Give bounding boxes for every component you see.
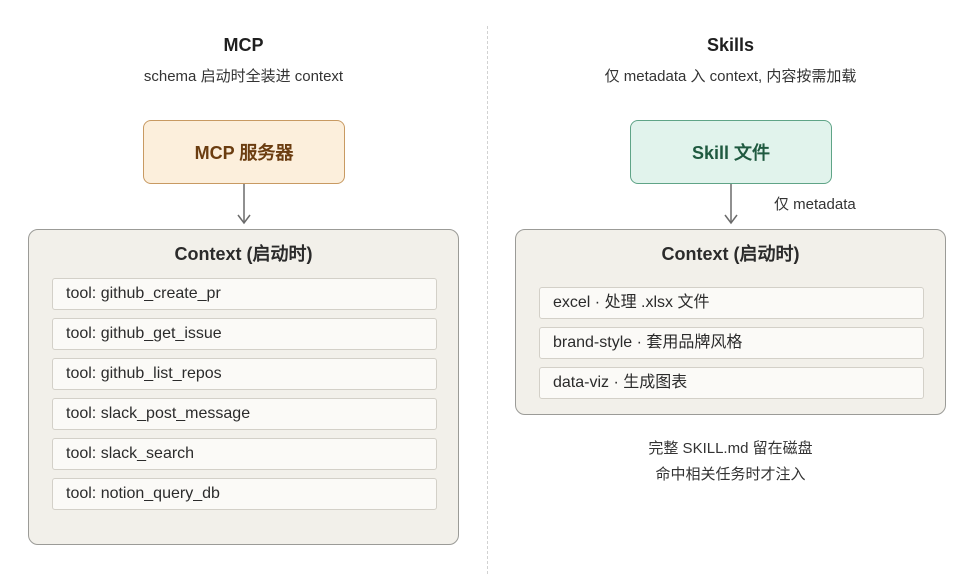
mcp-context-box: Context (启动时) tool: github_create_pr too… xyxy=(28,229,459,545)
skill-metadata-item: data-viz · 生成图表 xyxy=(539,367,924,399)
skills-note-line-1: 完整 SKILL.md 留在磁盘 xyxy=(648,440,813,457)
mcp-column-subtitle: schema 启动时全装进 context xyxy=(143,68,344,85)
skills-note-line-2: 命中相关任务时才注入 xyxy=(655,466,806,483)
skill-file-node: Skill 文件 xyxy=(630,120,832,184)
column-divider xyxy=(487,26,488,574)
mcp-tool-item: tool: notion_query_db xyxy=(52,478,437,510)
skills-column-subtitle: 仅 metadata 入 context, 内容按需加载 xyxy=(604,68,857,85)
mcp-tool-item: tool: slack_search xyxy=(52,438,437,470)
mcp-context-title: Context (启动时) xyxy=(174,244,313,264)
skills-context-box: Context (启动时) excel · 处理 .xlsx 文件 brand-… xyxy=(515,229,946,415)
mcp-arrow xyxy=(237,184,251,225)
arrow-label-metadata-only: 仅 metadata xyxy=(774,196,856,213)
mcp-column-title: MCP xyxy=(223,35,264,55)
mcp-tool-item: tool: github_list_repos xyxy=(52,358,437,390)
mcp-tool-item: tool: github_get_issue xyxy=(52,318,437,350)
skill-metadata-item: excel · 处理 .xlsx 文件 xyxy=(539,287,924,319)
skill-arrow xyxy=(724,184,738,225)
mcp-server-node: MCP 服务器 xyxy=(143,120,345,184)
mcp-tool-item: tool: slack_post_message xyxy=(52,398,437,430)
skills-context-title: Context (启动时) xyxy=(661,244,800,264)
skill-metadata-item: brand-style · 套用品牌风格 xyxy=(539,327,924,359)
mcp-tool-item: tool: github_create_pr xyxy=(52,278,437,310)
skills-column-title: Skills xyxy=(706,35,755,55)
